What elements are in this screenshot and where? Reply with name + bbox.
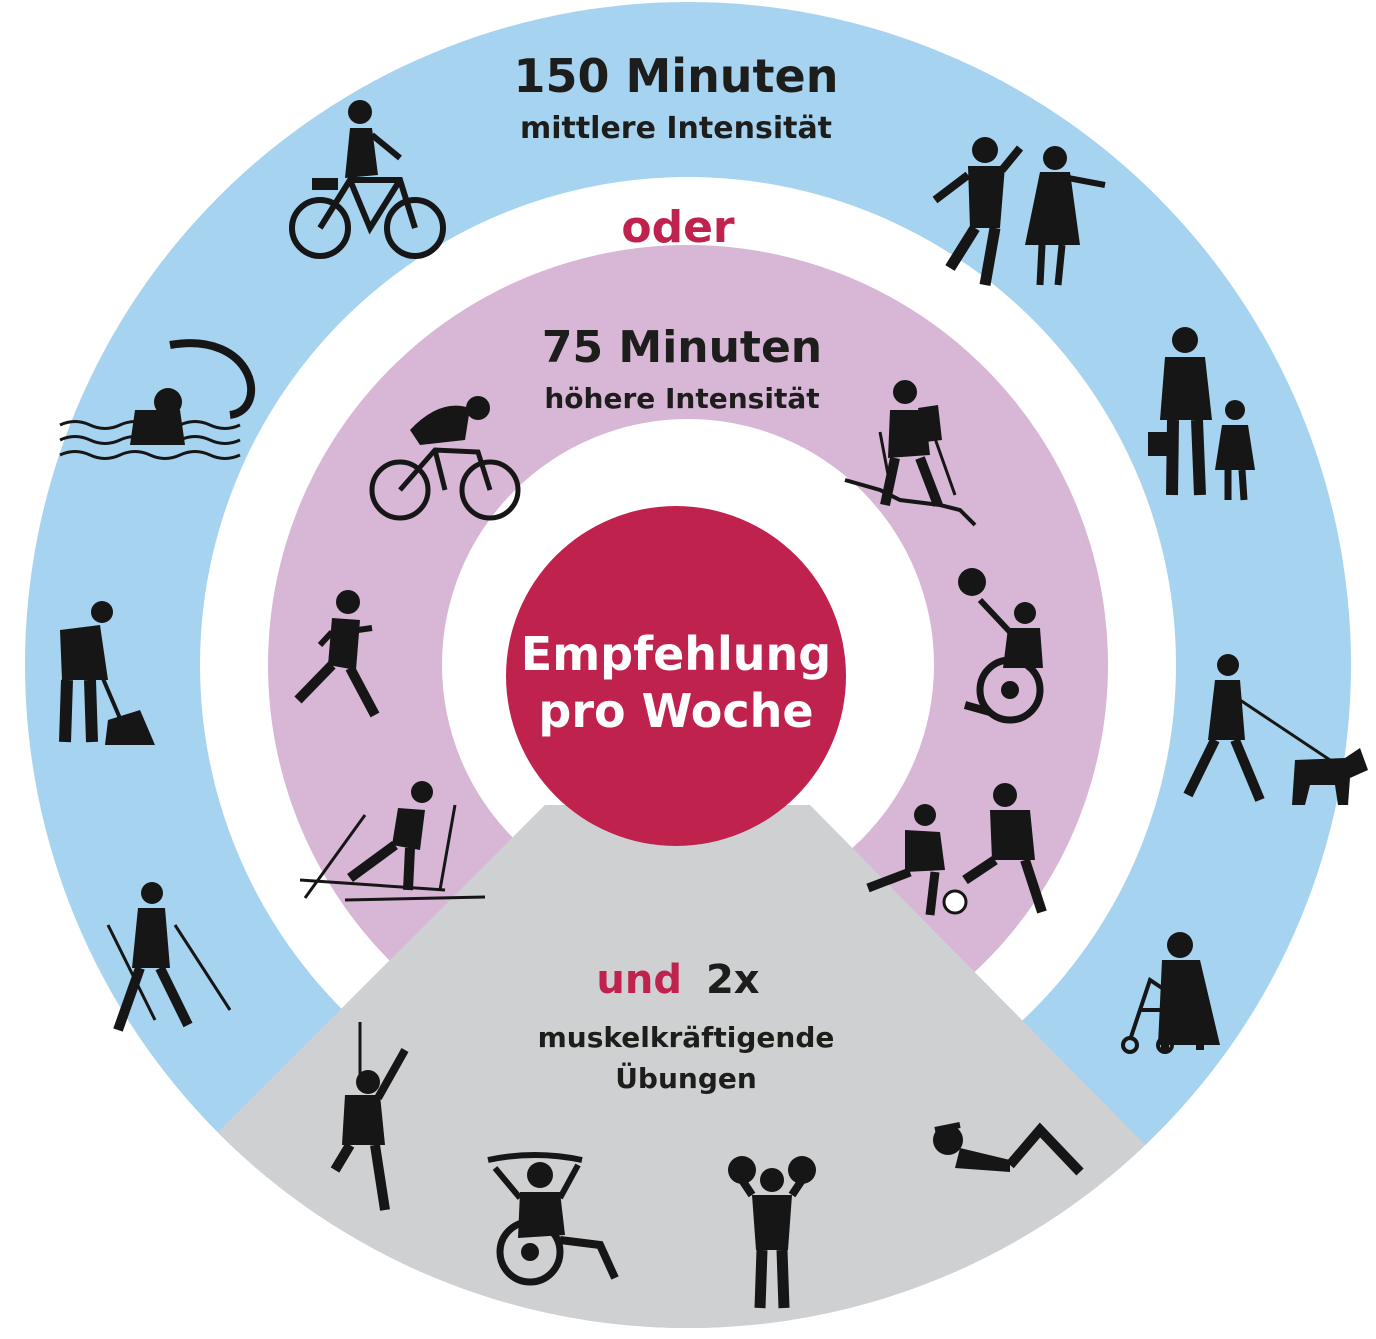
strength-line1: muskelkräftigende — [538, 1021, 835, 1054]
cycling-icon — [289, 100, 446, 259]
strength-line2: Übungen — [615, 1061, 757, 1095]
center-line2: pro Woche — [538, 684, 813, 738]
climbing-icon — [330, 1022, 409, 1211]
center-line1: Empfehlung — [521, 627, 831, 681]
hiking-icon — [844, 380, 977, 527]
running-icon — [294, 590, 380, 718]
football-icon — [866, 783, 1047, 916]
swimming-icon — [59, 339, 256, 460]
oder-label: oder — [621, 202, 735, 253]
strength-sector — [200, 805, 1160, 1328]
outer-minutes-label: 150 Minuten — [513, 49, 838, 103]
times-label: 2x — [706, 957, 760, 1003]
sweeping-icon — [59, 601, 155, 745]
und-label: und — [596, 957, 682, 1003]
situp-icon — [933, 1122, 1084, 1176]
cross-country-skiing-icon — [299, 781, 486, 902]
inner-minutes-label: 75 Minuten — [542, 322, 822, 373]
dog-walking-icon — [1183, 654, 1368, 805]
strength-heading: und 2x — [596, 957, 759, 1003]
rollator-walking-icon — [1121, 932, 1220, 1054]
road-cycling-icon — [369, 396, 521, 521]
nordic-walking-icon — [106, 882, 232, 1032]
walking-with-child-icon — [1148, 327, 1255, 501]
inner-intensity-label: höhere Intensität — [544, 382, 819, 415]
wheelchair-band-exercise-icon — [487, 1152, 619, 1286]
center-circle — [506, 506, 846, 846]
dancing-icon — [932, 137, 1106, 286]
wheelchair-basketball-icon — [958, 568, 1044, 724]
dumbbell-icon — [728, 1156, 816, 1309]
outer-intensity-label: mittlere Intensität — [520, 111, 832, 146]
